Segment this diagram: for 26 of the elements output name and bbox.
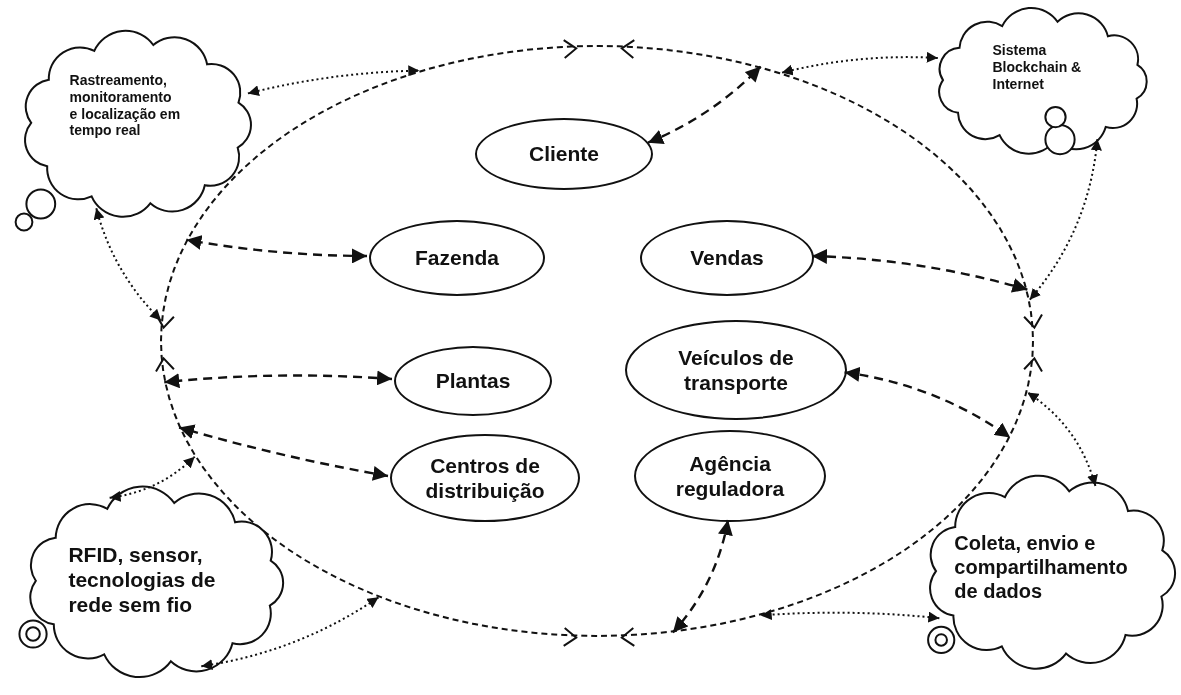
dashed-arrow [164, 370, 393, 389]
dashed-arrow [186, 234, 367, 264]
dotted-arrow [246, 65, 421, 97]
process-ellipse: Vendas [640, 220, 814, 296]
process-ellipse: Agência reguladora [634, 430, 826, 522]
process-ellipse: Veículos de transporte [625, 320, 847, 420]
cloud-label: Rastreamento, monitoramento e localização em tempo real [69, 72, 182, 140]
cloud-label: Coleta, envio e compartilhamento de dados [954, 531, 1129, 604]
process-ellipse: Fazenda [369, 220, 545, 296]
dashed-arrow [178, 424, 389, 481]
dotted-arrow [200, 596, 380, 670]
dashed-arrow [647, 65, 762, 144]
dotted-arrow [759, 609, 941, 623]
dotted-arrow [108, 455, 196, 502]
dashed-arrow [844, 367, 1011, 439]
cloud-label: RFID, sensor, tecnologias de rede sem fio [68, 542, 217, 618]
process-ellipse: Centros de distribuição [390, 434, 580, 522]
dotted-arrow [94, 207, 163, 322]
process-ellipse: Plantas [394, 346, 552, 416]
dotted-arrow [1028, 138, 1102, 301]
dashed-arrow [672, 519, 733, 634]
process-ellipse: Cliente [475, 118, 653, 190]
cloud-label: Sistema Blockchain & Internet [992, 42, 1083, 93]
dotted-arrow [1026, 391, 1098, 487]
dotted-arrow [780, 52, 939, 76]
dashed-arrow [811, 249, 1028, 293]
